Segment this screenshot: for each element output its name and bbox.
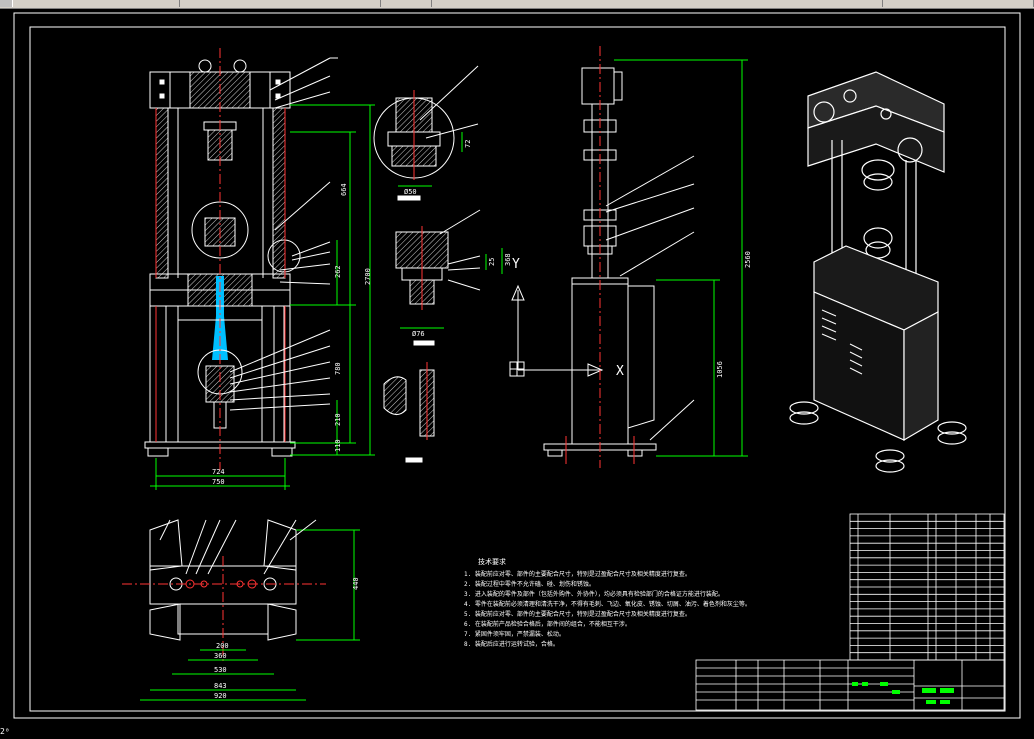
toolbar-segment-2[interactable] [180,0,381,7]
coord-readout: 2⁰ [0,727,10,736]
dim-920: 920 [214,692,227,700]
dim-2560: 2560 [744,251,752,268]
notes-line-6: 6. 在装配前产品检验合格后，部件间的组合，不能相互干涉。 [464,620,631,628]
axis-y-label: Y [512,257,520,272]
dim-2700: 2700 [364,268,372,285]
drawing-svg: 664 262 2700 780 210 110 724 750 [13,12,1021,719]
dim-262: 262 [334,265,342,278]
dim-664: 664 [340,183,348,196]
dim-d76: Ø76 [412,330,425,338]
dim-530: 530 [214,666,227,674]
notes-line-2: 2. 装配过程中零件不允许磕、碰、划伤和锈蚀。 [464,580,595,588]
dim-110: 110 [334,439,342,452]
title-block [695,659,1005,711]
plan-view [122,519,360,701]
outer-frame [13,12,1021,719]
dim-200: 200 [216,642,229,650]
front-view [144,48,375,490]
dim-780: 780 [334,362,342,375]
axis-x-label: X [616,364,624,379]
toolbar-segment-4[interactable] [432,0,883,7]
dim-440: 440 [352,577,360,590]
drawing-canvas[interactable]: 664 262 2700 780 210 110 724 750 [0,9,1034,735]
notes-line-1: 1. 装配前应对零、部件的主要配合尺寸，特别是过盈配合尺寸及相关精度进行复查。 [464,570,691,578]
notes-line-4: 4. 零件在装配前必须清理和清洗干净，不得有毛刺、飞边、氧化皮、锈蚀、切屑、油污… [464,600,751,608]
parts-list [849,513,1005,661]
dim-72: 72 [464,140,472,148]
toolbar-segment-5[interactable] [883,0,1034,7]
detail-views [373,65,503,463]
dim-d50: Ø50 [404,188,417,196]
notes-line-5: 5. 装配前应对零、部件的主要配合尺寸，特别是过盈配合尺寸及相关精度进行复查。 [464,610,691,618]
dim-210: 210 [334,413,342,426]
inner-frame [29,26,1006,712]
toolbar-segment-3[interactable] [381,0,432,7]
technical-notes: 技术要求 1. 装配前应对零、部件的主要配合尺寸，特别是过盈配合尺寸及相关精度进… [464,557,751,648]
toolbar [0,0,1034,9]
menu-icon[interactable] [0,0,13,7]
dim-843: 843 [214,682,227,690]
dim-368: 368 [504,253,512,266]
isometric-view [789,71,967,473]
dim-25: 25 [488,258,496,266]
dim-360: 360 [214,652,227,660]
notes-line-7: 7. 紧固件须牢固，严禁漏装、松动。 [464,630,565,638]
dim-1056: 1056 [716,361,724,378]
notes-title: 技术要求 [478,557,506,566]
dim-724: 724 [212,468,225,476]
detail-dim-labels: Ø50 72 Ø76 368 25 [404,140,512,338]
toolbar-segment-1[interactable] [14,0,180,7]
notes-line-8: 8. 装配后应进行运转试验，合格。 [464,640,559,648]
ucs-icon [509,284,604,377]
side-view [543,46,748,468]
notes-line-3: 3. 进入装配的零件及部件（包括外购件、外协件），均必须具有检验部门的合格证方能… [464,590,724,598]
dim-750: 750 [212,478,225,486]
front-dim-labels: 664 262 2700 780 210 110 724 750 [212,183,372,486]
